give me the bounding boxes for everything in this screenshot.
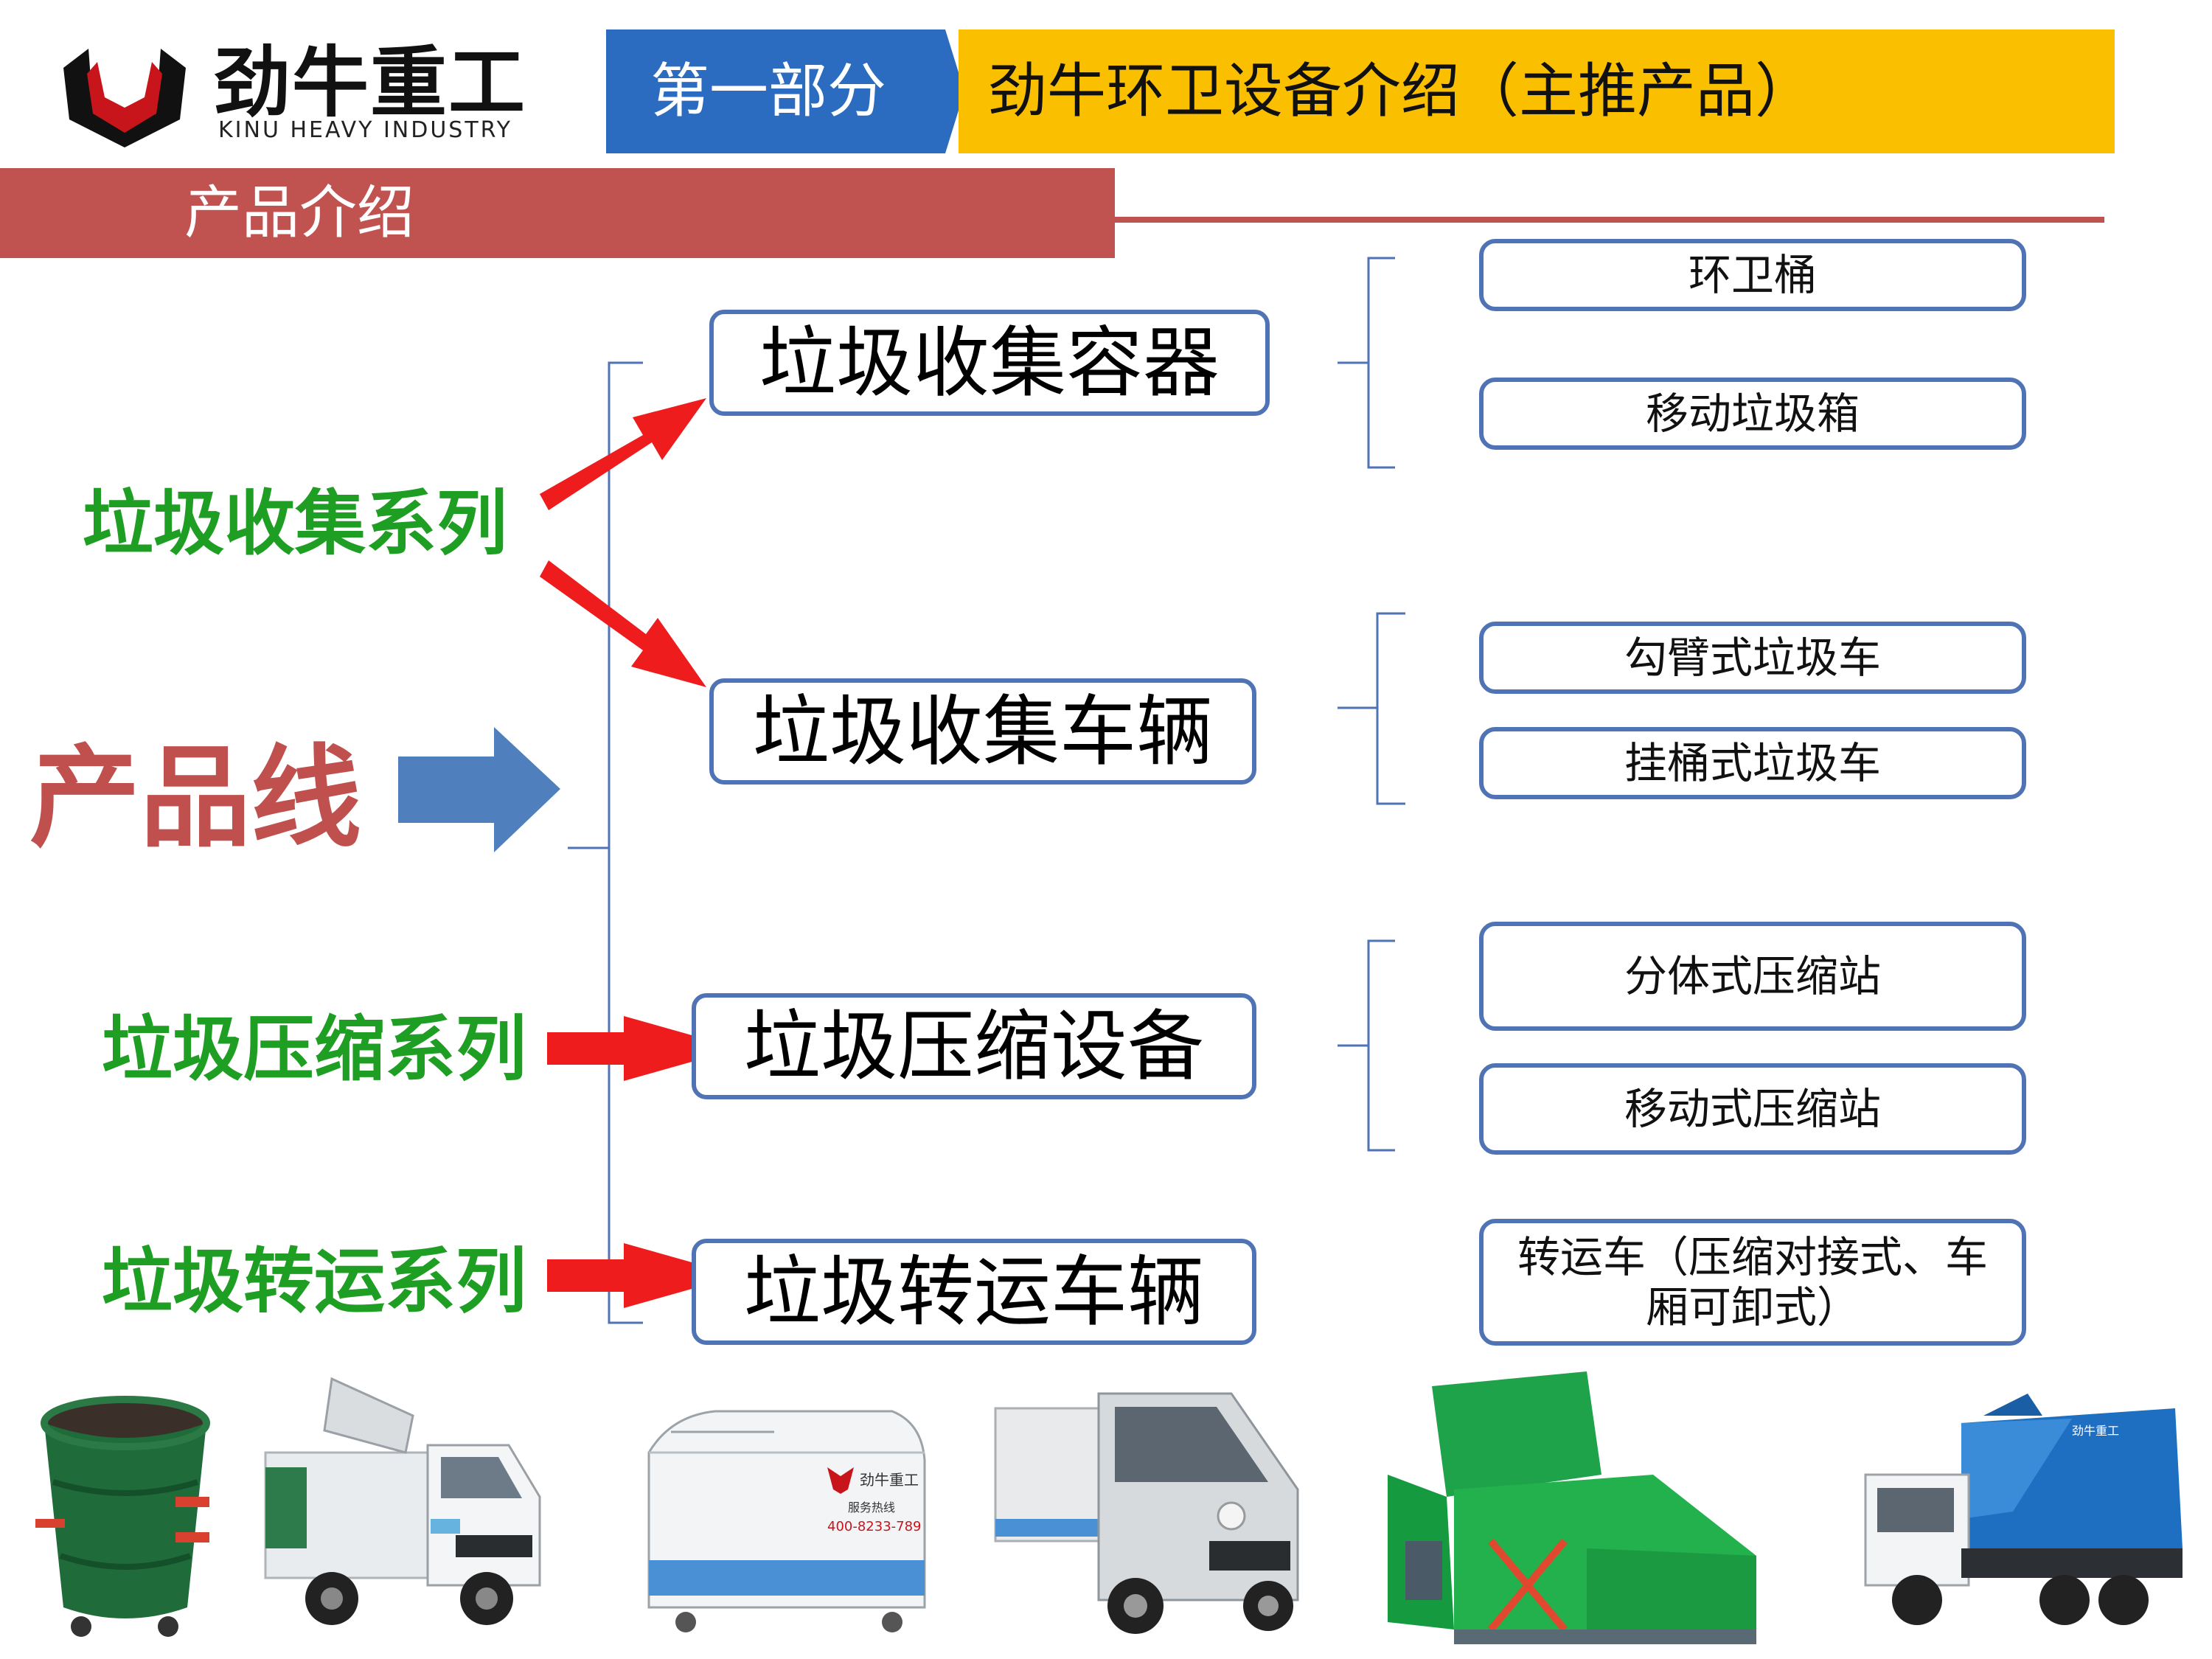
page-title: 产品介绍 <box>184 180 415 246</box>
bucket-truck-image <box>264 1377 541 1625</box>
section-title-background <box>959 29 2115 153</box>
arrow-compress <box>547 1016 739 1081</box>
mobile-garbage-box-image: 劲牛重工 服务热线 400-8233-789 <box>647 1410 926 1632</box>
chevron-right-icon <box>941 29 964 153</box>
product-box-hook-arm: 勾臂式垃圾车 <box>1479 622 2026 694</box>
section-title: 劲牛环卫设备介绍（主推产品） <box>988 57 1814 125</box>
arrow-collect-to-container <box>540 398 706 510</box>
hook-arm-truck-image: 劲牛重工 <box>1864 1394 2183 1625</box>
company-logo-text: 劲牛重工 <box>214 38 527 128</box>
box-phone-text: 400-8233-789 <box>827 1519 922 1534</box>
box-service-text: 服务热线 <box>848 1500 895 1514</box>
product-box-split-station: 分体式压缩站 <box>1479 922 2026 1031</box>
mini-truck-image <box>994 1392 1299 1634</box>
bracket-container <box>1367 257 1395 469</box>
title-underline <box>1115 217 2104 223</box>
company-logo-subtitle: KINU HEAVY INDUSTRY <box>218 117 512 143</box>
sanitation-bin-image <box>35 1396 210 1637</box>
box-brand-text: 劲牛重工 <box>860 1471 919 1489</box>
box-logo-icon <box>827 1467 854 1494</box>
bracket-compress <box>1367 939 1395 1152</box>
category-box-transfer: 垃圾转运车辆 <box>692 1239 1256 1345</box>
section-label-background <box>606 29 945 153</box>
arrow-transfer <box>547 1243 739 1308</box>
truck-brand-text: 劲牛重工 <box>2072 1424 2119 1438</box>
compression-station-image <box>1388 1371 1756 1644</box>
main-bracket <box>608 361 643 1324</box>
product-line-label: 产品线 <box>29 734 362 863</box>
series-label-compress: 垃圾压缩系列 <box>102 1008 526 1091</box>
page-title-band <box>0 168 1115 258</box>
kinu-logo-icon <box>63 49 186 147</box>
arrow-collect-to-vehicle <box>540 560 706 687</box>
bracket-vehicle <box>1376 612 1405 805</box>
series-label-collect: 垃圾收集系列 <box>83 482 507 565</box>
product-box-hang-bucket: 挂桶式垃圾车 <box>1479 727 2026 799</box>
category-box-compress: 垃圾压缩设备 <box>692 993 1256 1099</box>
product-box-mobile-station: 移动式压缩站 <box>1479 1063 2026 1155</box>
section-label: 第一部分 <box>650 57 886 125</box>
arrow-right-icon <box>398 727 560 852</box>
product-box-mobile-box: 移动垃圾箱 <box>1479 378 2026 450</box>
category-box-container: 垃圾收集容器 <box>709 310 1270 416</box>
category-box-vehicle: 垃圾收集车辆 <box>709 678 1256 785</box>
product-box-transfer-truck: 转运车（压缩对接式、车厢可卸式） <box>1479 1219 2026 1346</box>
series-label-transfer: 垃圾转运系列 <box>102 1240 526 1323</box>
product-box-bin: 环卫桶 <box>1479 239 2026 311</box>
